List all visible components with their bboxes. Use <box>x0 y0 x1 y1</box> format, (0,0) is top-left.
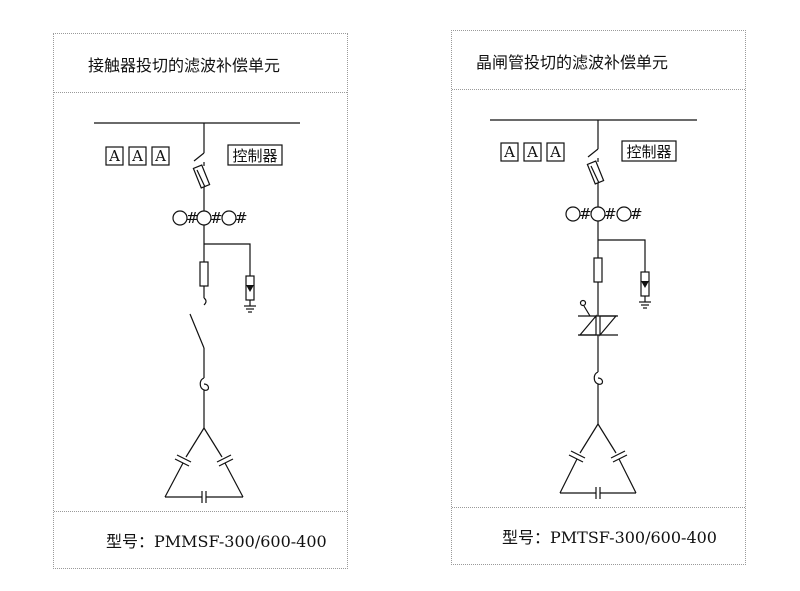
capacitor-plate <box>612 454 628 463</box>
delta-side <box>579 423 599 454</box>
ct-coil <box>590 206 606 222</box>
capacitor-plate <box>570 450 586 459</box>
panel-footer-row: 型号：PMMSF-300/600-400 <box>54 511 347 568</box>
ammeter-box <box>105 146 124 166</box>
capacitor-plate <box>174 458 190 467</box>
ammeter-label: A <box>154 147 166 165</box>
panel-footer-row: 型号：PMTSF-300/600-400 <box>452 507 745 564</box>
ammeter-box <box>151 146 170 166</box>
ct-mark: # <box>186 209 199 227</box>
thyristor-triangle <box>578 314 597 336</box>
ammeter-group: A A A <box>105 146 170 166</box>
ammeter-label: A <box>549 143 561 161</box>
arrester-branch <box>598 239 646 272</box>
thyristor-triangle <box>599 315 618 337</box>
ct-coil <box>196 210 212 226</box>
model-number: 型号：PMTSF-300/600-400 <box>502 528 717 547</box>
ammeter-label: A <box>503 143 515 161</box>
controller-label: 控制器 <box>626 143 671 161</box>
fuse-symbol <box>586 160 605 185</box>
ammeter-box <box>500 142 519 162</box>
contactor-unit-panel: 接触器投切的滤波补偿单元 型号：PMMSF-300/600-400 <box>53 33 348 569</box>
fuse-symbol <box>199 261 209 287</box>
current-transformer-group: # # # <box>565 205 643 223</box>
gate-lead <box>583 305 591 317</box>
fuse-symbol <box>593 257 603 283</box>
delta-side <box>618 458 637 494</box>
reactor-coil <box>199 377 210 391</box>
ammeter-label: A <box>131 147 143 165</box>
ct-coil <box>616 206 632 222</box>
panel-title-row: 晶闸管投切的滤波补偿单元 <box>452 31 745 90</box>
capacitor-plate <box>176 454 192 463</box>
capacitor-bank-delta <box>559 423 637 499</box>
ammeter-label: A <box>108 147 120 165</box>
ct-mark: # <box>579 205 592 223</box>
thyristor-unit-panel: 晶闸管投切的滤波补偿单元 型号：PMTSF-300/600-400 <box>451 30 746 565</box>
capacitor-plate <box>218 458 234 467</box>
ct-coil <box>565 206 581 222</box>
panel-title: 接触器投切的滤波补偿单元 <box>88 56 281 75</box>
panel-title: 晶闸管投切的滤波补偿单元 <box>476 53 669 72</box>
delta-side <box>185 427 205 458</box>
disconnect-switch <box>193 152 205 162</box>
contactor-switch <box>189 313 205 349</box>
arrester-arrow <box>246 285 254 292</box>
disconnect-switch <box>587 148 599 158</box>
ammeter-group: A A A <box>500 142 565 162</box>
capacitor-plate <box>216 454 232 463</box>
fuse-element <box>590 165 600 184</box>
ct-coil <box>221 210 237 226</box>
capacitor-plate <box>568 454 584 463</box>
current-transformer-group: # # # <box>172 209 248 227</box>
delta-side <box>224 462 244 498</box>
gate-terminal <box>579 299 587 307</box>
delta-side <box>559 458 578 494</box>
arrester-branch <box>204 243 251 276</box>
ammeter-box <box>523 142 542 162</box>
controller-box <box>227 144 283 166</box>
ct-coil <box>172 210 188 226</box>
capacitor-plate <box>610 450 626 459</box>
delta-side <box>597 423 617 454</box>
controller-box <box>621 140 677 162</box>
delta-side <box>203 427 223 458</box>
contact-arc <box>203 297 207 306</box>
ammeter-label: A <box>526 143 538 161</box>
ct-mark: # <box>630 205 643 223</box>
model-number: 型号：PMMSF-300/600-400 <box>106 532 327 551</box>
fuse-symbol <box>192 164 211 189</box>
fuse-element <box>196 169 206 188</box>
capacitor-bank-delta <box>164 427 244 503</box>
controller-label: 控制器 <box>232 147 277 165</box>
ammeter-box <box>128 146 147 166</box>
ct-mark: # <box>235 209 248 227</box>
left-circuit: A A A 控制器 # # # <box>94 122 300 503</box>
ct-mark: # <box>604 205 617 223</box>
panel-title-row: 接触器投切的滤波补偿单元 <box>54 34 347 93</box>
ct-mark: # <box>210 209 223 227</box>
delta-side <box>164 462 184 498</box>
reactor-coil <box>593 371 604 385</box>
arrester-arrow <box>641 281 649 288</box>
right-circuit: A A A 控制器 # # # <box>490 119 697 499</box>
ammeter-box <box>546 142 565 162</box>
